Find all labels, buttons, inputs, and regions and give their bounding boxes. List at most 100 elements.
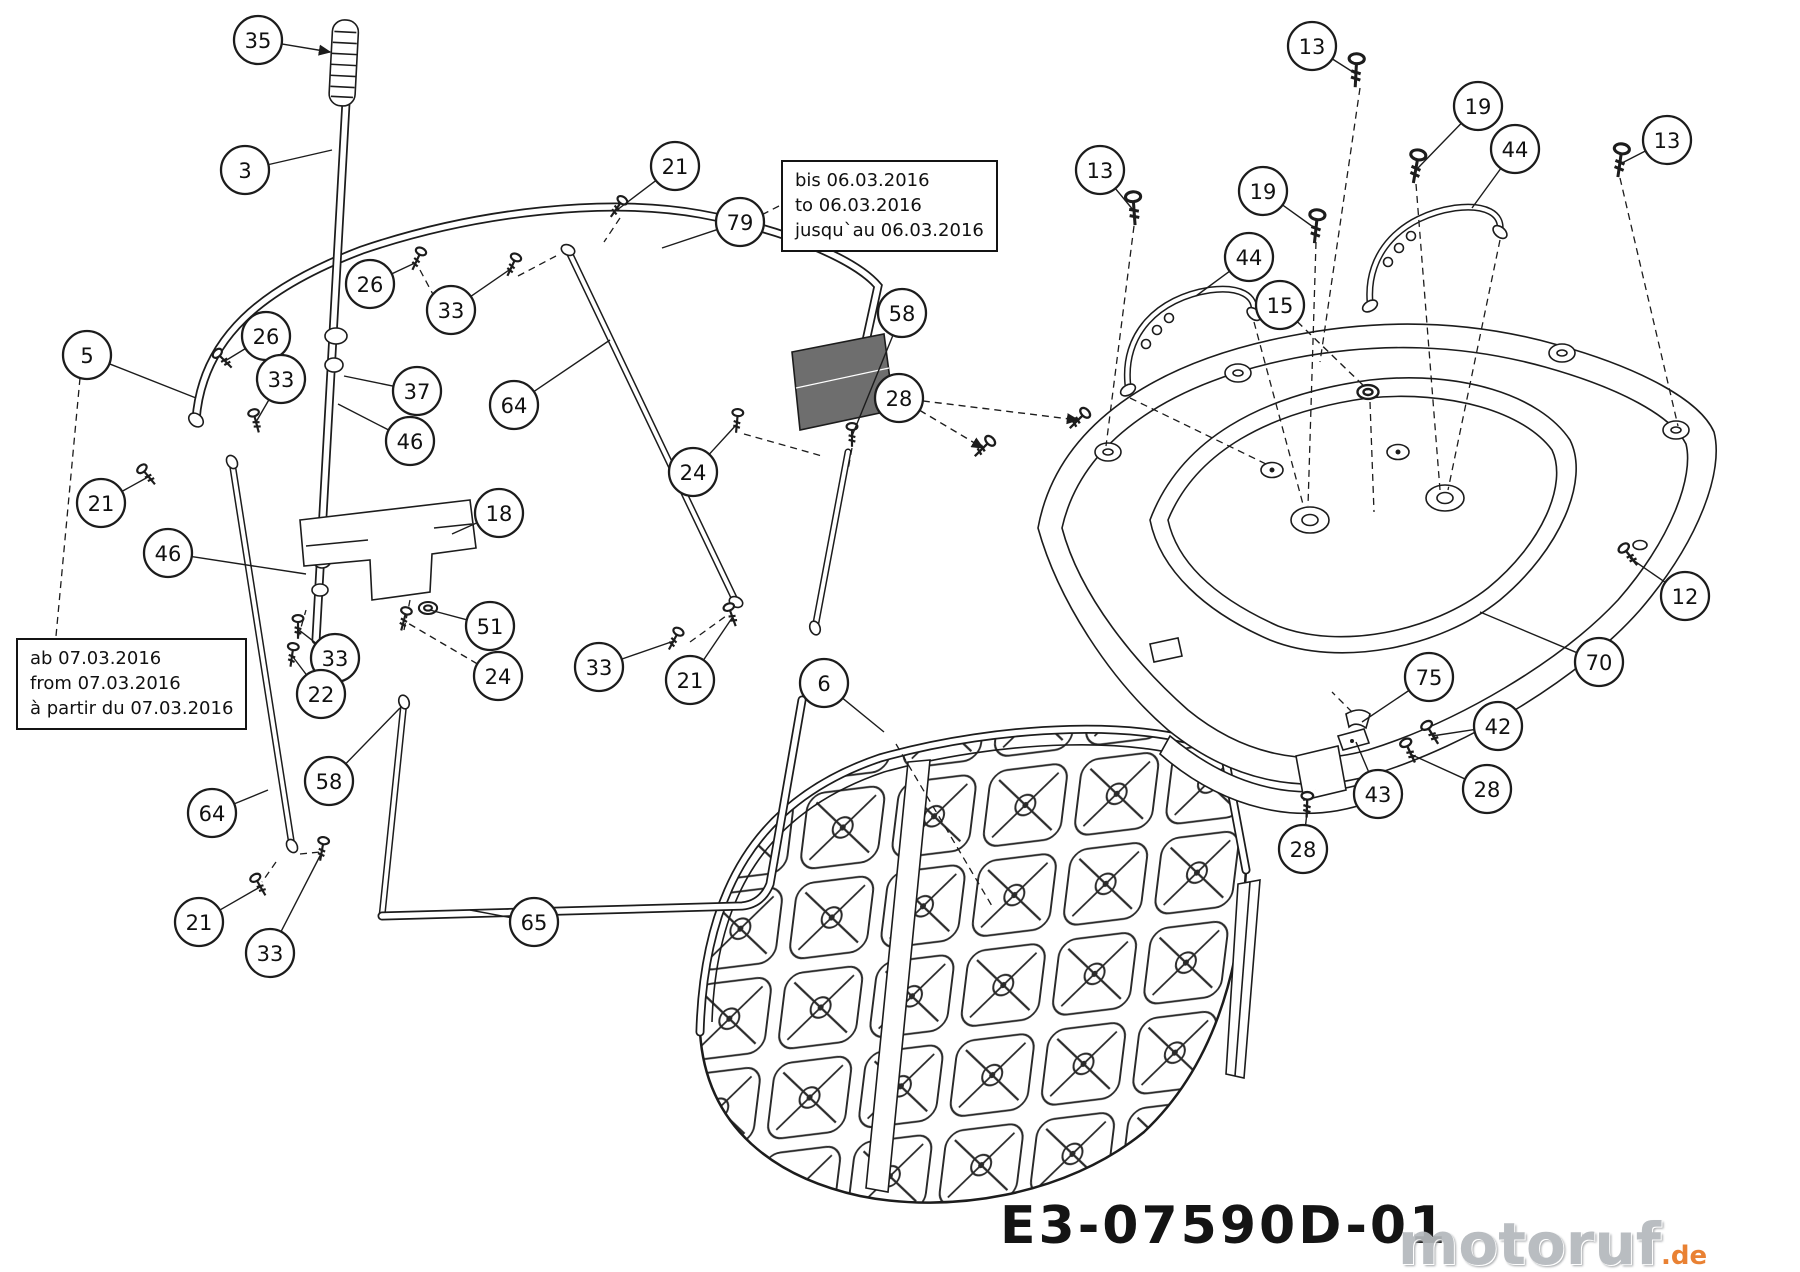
part-callout-44[interactable]: 44	[1223, 231, 1275, 283]
callout-circle[interactable]	[219, 144, 271, 196]
part-callout-15[interactable]: 15	[1254, 279, 1306, 331]
callout-circle[interactable]	[1452, 80, 1504, 132]
part-callout-58[interactable]: 58	[303, 755, 355, 807]
callout-circle[interactable]	[1641, 114, 1693, 166]
callout-circle[interactable]	[295, 668, 347, 720]
callout-circle[interactable]	[1237, 165, 1289, 217]
part-callout-21[interactable]: 21	[173, 896, 225, 948]
callout-number: 26	[357, 273, 384, 297]
callout-circle[interactable]	[425, 284, 477, 336]
callout-circle[interactable]	[1472, 700, 1524, 752]
part-callout-75[interactable]: 75	[1403, 651, 1455, 703]
part-callout-65[interactable]: 65	[508, 896, 560, 948]
part-callout-33[interactable]: 33	[425, 284, 477, 336]
callout-circle[interactable]	[1659, 570, 1711, 622]
callout-circle[interactable]	[61, 329, 113, 381]
callout-number: 6	[817, 672, 830, 696]
part-callout-28[interactable]: 28	[873, 372, 925, 424]
part-callout-33[interactable]: 33	[573, 641, 625, 693]
part-callout-5[interactable]: 5	[61, 329, 113, 381]
part-callout-26[interactable]: 26	[240, 310, 292, 362]
callout-circle[interactable]	[303, 755, 355, 807]
callout-circle[interactable]	[1461, 763, 1513, 815]
callout-circle[interactable]	[714, 196, 766, 248]
part-callout-64[interactable]: 64	[488, 379, 540, 431]
callout-circle[interactable]	[1277, 823, 1329, 875]
part-callout-24[interactable]: 24	[667, 446, 719, 498]
callout-number: 75	[1416, 666, 1443, 690]
part-callout-46[interactable]: 46	[384, 415, 436, 467]
part-callout-13[interactable]: 13	[1641, 114, 1693, 166]
callout-circle[interactable]	[488, 379, 540, 431]
callout-leader-line	[281, 43, 332, 56]
callout-circle[interactable]	[391, 365, 443, 417]
callout-circle[interactable]	[1489, 123, 1541, 175]
callout-circle[interactable]	[255, 353, 307, 405]
callout-circle[interactable]	[667, 446, 719, 498]
part-callout-26[interactable]: 26	[344, 258, 396, 310]
callout-circle[interactable]	[1573, 636, 1625, 688]
part-callout-6[interactable]: 6	[798, 657, 850, 709]
part-callout-19[interactable]: 19	[1237, 165, 1289, 217]
callout-circle[interactable]	[649, 140, 701, 192]
callout-circle[interactable]	[1352, 768, 1404, 820]
callout-circle[interactable]	[1403, 651, 1455, 703]
callout-circle[interactable]	[173, 896, 225, 948]
part-callout-33[interactable]: 33	[244, 927, 296, 979]
part-callout-44[interactable]: 44	[1489, 123, 1541, 175]
part-callout-21[interactable]: 21	[649, 140, 701, 192]
callout-circle[interactable]	[344, 258, 396, 310]
callout-circle[interactable]	[232, 14, 284, 66]
part-callout-43[interactable]: 43	[1352, 768, 1404, 820]
callout-circle[interactable]	[508, 896, 560, 948]
callout-leader-line	[219, 886, 261, 911]
part-callout-51[interactable]: 51	[464, 600, 516, 652]
part-callout-21[interactable]: 21	[664, 654, 716, 706]
callout-circle[interactable]	[1254, 279, 1306, 331]
part-callout-70[interactable]: 70	[1573, 636, 1625, 688]
part-callout-19[interactable]: 19	[1452, 80, 1504, 132]
part-callout-35[interactable]: 35	[232, 14, 284, 66]
callout-circle[interactable]	[1286, 20, 1338, 72]
callout-circle[interactable]	[873, 372, 925, 424]
part-callout-42[interactable]: 42	[1472, 700, 1524, 752]
callout-number: 51	[477, 615, 504, 639]
callout-circle[interactable]	[473, 487, 525, 539]
callout-circle[interactable]	[472, 650, 524, 702]
part-callout-46[interactable]: 46	[142, 527, 194, 579]
part-callout-28[interactable]: 28	[1277, 823, 1329, 875]
part-callout-33[interactable]: 33	[255, 353, 307, 405]
callout-number: 24	[680, 461, 707, 485]
part-callout-3[interactable]: 3	[219, 144, 271, 196]
callout-circle[interactable]	[464, 600, 516, 652]
callout-circle[interactable]	[186, 787, 238, 839]
callout-number: 5	[80, 344, 93, 368]
callout-circle[interactable]	[664, 654, 716, 706]
callout-circle[interactable]	[876, 287, 928, 339]
callout-circle[interactable]	[1223, 231, 1275, 283]
part-callout-13[interactable]: 13	[1286, 20, 1338, 72]
callout-leader-line	[292, 656, 308, 676]
callout-circle[interactable]	[384, 415, 436, 467]
part-callout-58[interactable]: 58	[876, 287, 928, 339]
callout-circle[interactable]	[244, 927, 296, 979]
part-callout-12[interactable]: 12	[1659, 570, 1711, 622]
callout-circle[interactable]	[573, 641, 625, 693]
callout-leader-line	[280, 851, 323, 932]
callout-circle[interactable]	[798, 657, 850, 709]
part-callout-18[interactable]: 18	[473, 487, 525, 539]
part-callout-24[interactable]: 24	[472, 650, 524, 702]
part-callout-64[interactable]: 64	[186, 787, 238, 839]
mount-plate	[299, 499, 477, 601]
part-callout-28[interactable]: 28	[1461, 763, 1513, 815]
part-callout-22[interactable]: 22	[295, 668, 347, 720]
callout-number: 44	[1236, 246, 1263, 270]
part-callout-37[interactable]: 37	[391, 365, 443, 417]
part-callout-13[interactable]: 13	[1074, 144, 1126, 196]
callout-circle[interactable]	[142, 527, 194, 579]
callout-circle[interactable]	[1074, 144, 1126, 196]
callout-circle[interactable]	[75, 477, 127, 529]
part-callout-21[interactable]: 21	[75, 477, 127, 529]
part-callout-79[interactable]: 79	[714, 196, 766, 248]
